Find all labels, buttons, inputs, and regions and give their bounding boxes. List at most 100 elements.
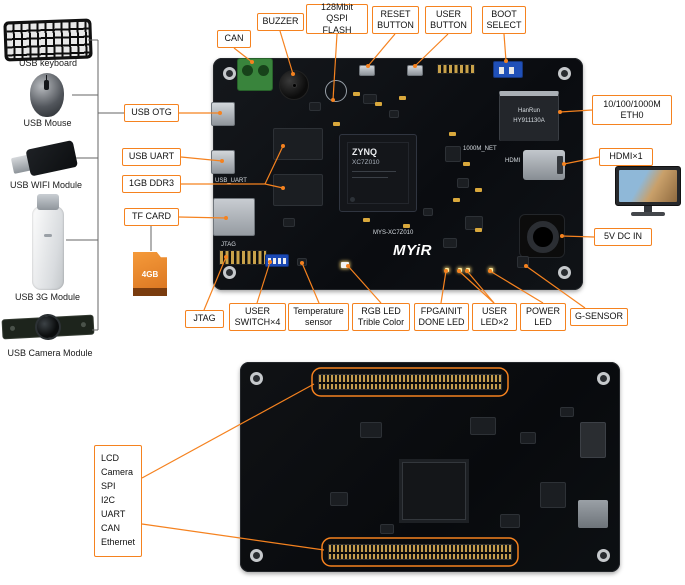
board-model-silk: MYS-XC7Z010 bbox=[373, 230, 414, 236]
mounting-hole bbox=[597, 549, 610, 562]
jtag-silk: JTAG bbox=[221, 242, 236, 248]
capacitor bbox=[475, 188, 482, 192]
dc-jack bbox=[519, 214, 565, 258]
capacitor bbox=[399, 96, 406, 100]
buzzer-component bbox=[279, 70, 309, 100]
zynq-part-text: XC7Z010 bbox=[352, 159, 380, 166]
callout-eth0: 10/100/1000M ETH0 bbox=[592, 95, 672, 125]
callout-rgb-led: RGB LED Trible Color bbox=[352, 303, 410, 331]
capacitor bbox=[449, 132, 456, 136]
ic-chip bbox=[389, 110, 399, 118]
callout-power-led: POWER LED bbox=[520, 303, 566, 331]
user-dip-switch bbox=[265, 254, 289, 267]
monitor-base bbox=[631, 212, 665, 216]
can-terminal-block bbox=[237, 58, 273, 91]
user-led-2 bbox=[466, 268, 470, 272]
capacitor bbox=[463, 162, 470, 166]
mounting-hole bbox=[558, 67, 571, 80]
usb-3g-caption: USB 3G Module bbox=[14, 292, 81, 302]
ic-chip bbox=[380, 524, 394, 534]
mounting-hole bbox=[558, 266, 571, 279]
capacitor bbox=[475, 228, 482, 232]
qfp-chip bbox=[402, 462, 466, 520]
dip-slider bbox=[268, 258, 271, 264]
mounting-hole bbox=[250, 549, 263, 562]
hdmi-display-image bbox=[615, 166, 681, 218]
capacitor bbox=[375, 102, 382, 106]
capacitor bbox=[363, 218, 370, 222]
monitor-stand bbox=[644, 206, 652, 212]
ic-chip bbox=[560, 407, 574, 417]
boot-select-switch bbox=[493, 61, 523, 78]
ic-chip bbox=[445, 146, 461, 162]
modem-usb-plug bbox=[37, 194, 59, 210]
ic-chip bbox=[540, 482, 566, 508]
top-pin-header bbox=[437, 64, 475, 74]
terminal-screw bbox=[242, 65, 253, 76]
usb-mouse-image bbox=[24, 72, 70, 118]
mounting-hole bbox=[223, 266, 236, 279]
reset-button-component bbox=[359, 65, 375, 76]
callout-can: CAN bbox=[217, 30, 251, 48]
ic-chip bbox=[470, 417, 496, 435]
zynq-etch-line bbox=[352, 177, 388, 178]
keyboard-keys bbox=[6, 21, 90, 59]
zynq-brand-text: ZYNQ bbox=[352, 147, 378, 157]
zynq-chip: ZYNQ XC7Z010 bbox=[339, 134, 417, 212]
callout-dc-in: 5V DC IN bbox=[594, 228, 652, 246]
callout-boot-select: BOOT SELECT bbox=[482, 6, 526, 34]
bottom-board bbox=[240, 362, 620, 572]
ic-chip bbox=[309, 102, 321, 111]
dip-slider bbox=[283, 258, 286, 264]
usb-wifi-caption: USB WIFI Module bbox=[9, 180, 83, 190]
jtag-header bbox=[219, 250, 267, 265]
g-sensor-chip bbox=[517, 256, 529, 268]
tf-card-image: 4GB bbox=[133, 252, 167, 296]
monitor-screen bbox=[619, 170, 677, 202]
callout-qspi-flash: 128Mbit QSPI FLASH bbox=[306, 2, 368, 35]
brand-logo: MYiR bbox=[393, 242, 432, 259]
bottom-side-connector bbox=[580, 422, 606, 458]
user-button-component bbox=[407, 65, 423, 76]
callout-g-sensor: G-SENSOR bbox=[570, 308, 628, 326]
ic-chip bbox=[330, 492, 348, 506]
main-board: HanRun HY911130A 1000M_NET HDMI ZYNQ XC7… bbox=[211, 58, 583, 290]
ddr3-chip-2 bbox=[273, 174, 323, 206]
buzzer-hole bbox=[292, 83, 297, 88]
capacitor bbox=[353, 92, 360, 96]
callout-jtag: JTAG bbox=[185, 310, 224, 328]
zynq-etch-line bbox=[352, 171, 396, 172]
modem-body bbox=[32, 206, 64, 290]
mouse-scroll-wheel bbox=[44, 80, 49, 90]
callout-user-led: USER LED×2 bbox=[472, 303, 517, 331]
usb-wifi-module-image bbox=[9, 133, 84, 186]
mounting-hole bbox=[223, 67, 236, 80]
power-led-component bbox=[489, 268, 493, 272]
hdmi-opening bbox=[557, 156, 563, 174]
callout-hdmi: HDMI×1 bbox=[599, 148, 653, 166]
rgb-led-component bbox=[341, 262, 349, 268]
temperature-sensor-chip bbox=[297, 258, 307, 266]
tf-card-capacity-label: 4GB bbox=[141, 270, 159, 279]
expansion-connector-bottom bbox=[328, 544, 512, 560]
capacitor bbox=[333, 122, 340, 126]
switch-slider bbox=[509, 67, 514, 74]
ic-chip bbox=[443, 238, 457, 248]
ethernet-jack: HanRun HY911130A bbox=[499, 91, 559, 141]
ic-chip bbox=[465, 216, 483, 230]
callout-tf-card: TF CARD bbox=[124, 208, 179, 226]
ic-chip bbox=[423, 208, 433, 216]
bottom-side-shield bbox=[578, 500, 608, 528]
usb-uart-silk: USB_UART bbox=[215, 178, 247, 184]
tf-card-contact-band bbox=[133, 288, 167, 296]
silkscreen-logo-circle bbox=[325, 80, 347, 102]
callout-reset-button: RESET BUTTON bbox=[372, 6, 419, 34]
fpga-done-led bbox=[445, 268, 449, 272]
tf-card-slot bbox=[213, 198, 255, 236]
ic-chip bbox=[520, 432, 536, 444]
callout-fpga-init: FPGAINIT DONE LED bbox=[414, 303, 469, 331]
usb-keyboard-caption: USB keyboard bbox=[18, 58, 78, 68]
callout-ddr3: 1GB DDR3 bbox=[122, 175, 181, 193]
callout-temperature: Temperature sensor bbox=[288, 303, 349, 331]
